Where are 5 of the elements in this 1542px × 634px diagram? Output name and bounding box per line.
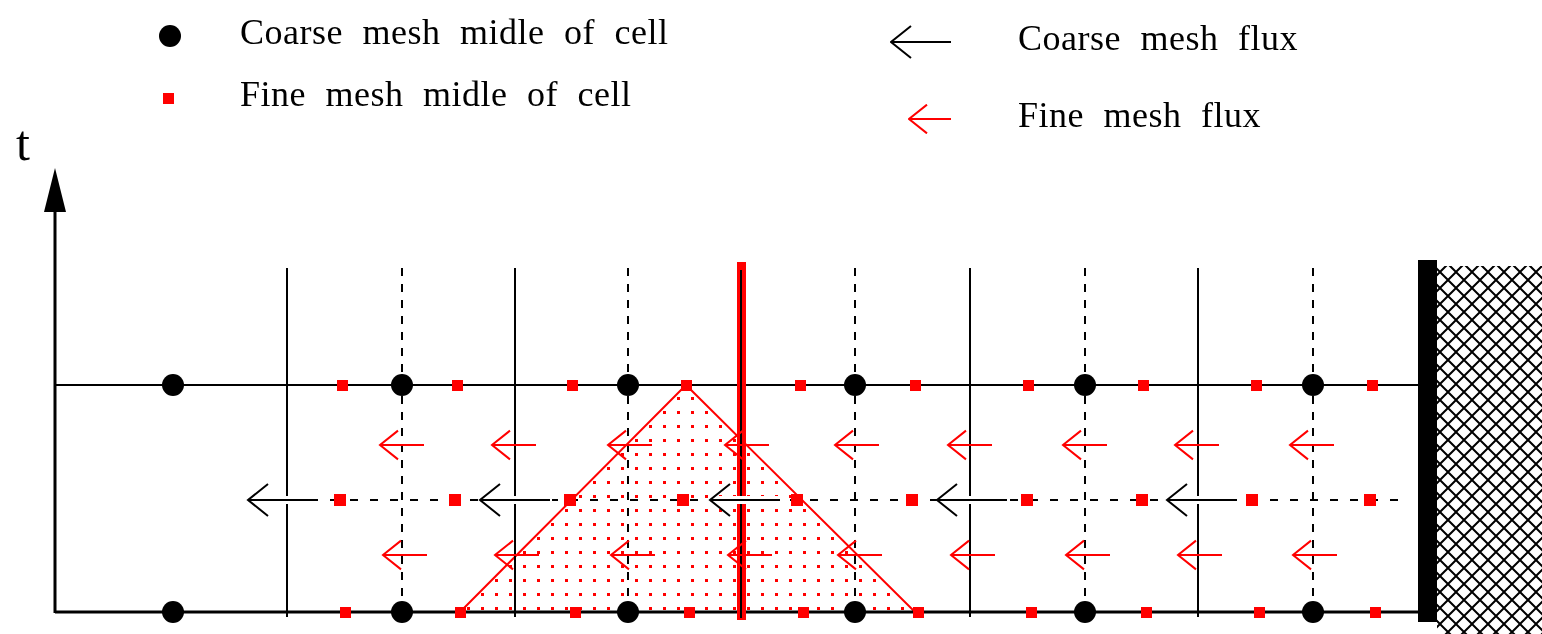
axis-label: t (16, 118, 30, 168)
legend-text: Fine mesh flux (1018, 97, 1261, 133)
legend-text: Coarse mesh flux (1018, 20, 1298, 56)
legend-text: Coarse mesh midle of cell (240, 14, 669, 50)
legend-text: Fine mesh midle of cell (240, 76, 632, 112)
